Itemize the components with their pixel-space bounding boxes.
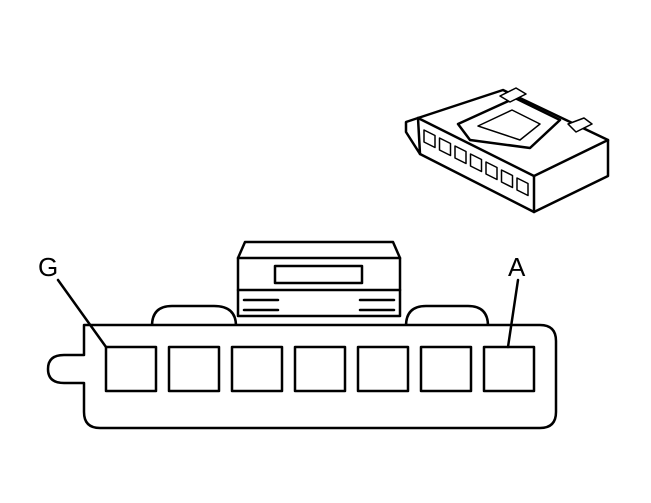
iso-cavity-7 [516,177,529,197]
cavity-3 [230,345,284,393]
cavity-1 [104,345,158,393]
leader-line-a [506,278,520,349]
front-cavities [104,345,536,393]
isometric-cavities [423,129,529,197]
iso-cavity-1 [423,129,436,149]
cavity-6 [419,345,473,393]
cavity-4 [293,345,347,393]
iso-cavity-6 [500,169,514,189]
cavity-2 [167,345,221,393]
iso-cavity-4 [469,153,483,173]
terminal-label-g: G [38,252,58,282]
connector-front-view: G A [38,240,558,430]
right-bump [404,304,490,328]
left-bump [150,304,238,328]
iso-cavity-2 [438,137,452,157]
lock-window [273,264,364,285]
connector-isometric-view [404,87,610,214]
leader-line-g [56,278,108,349]
terminal-label-a: A [508,252,526,282]
cavity-5 [356,345,410,393]
cavity-7 [482,345,536,393]
iso-cavity-5 [485,161,498,181]
iso-cavity-3 [454,145,467,165]
